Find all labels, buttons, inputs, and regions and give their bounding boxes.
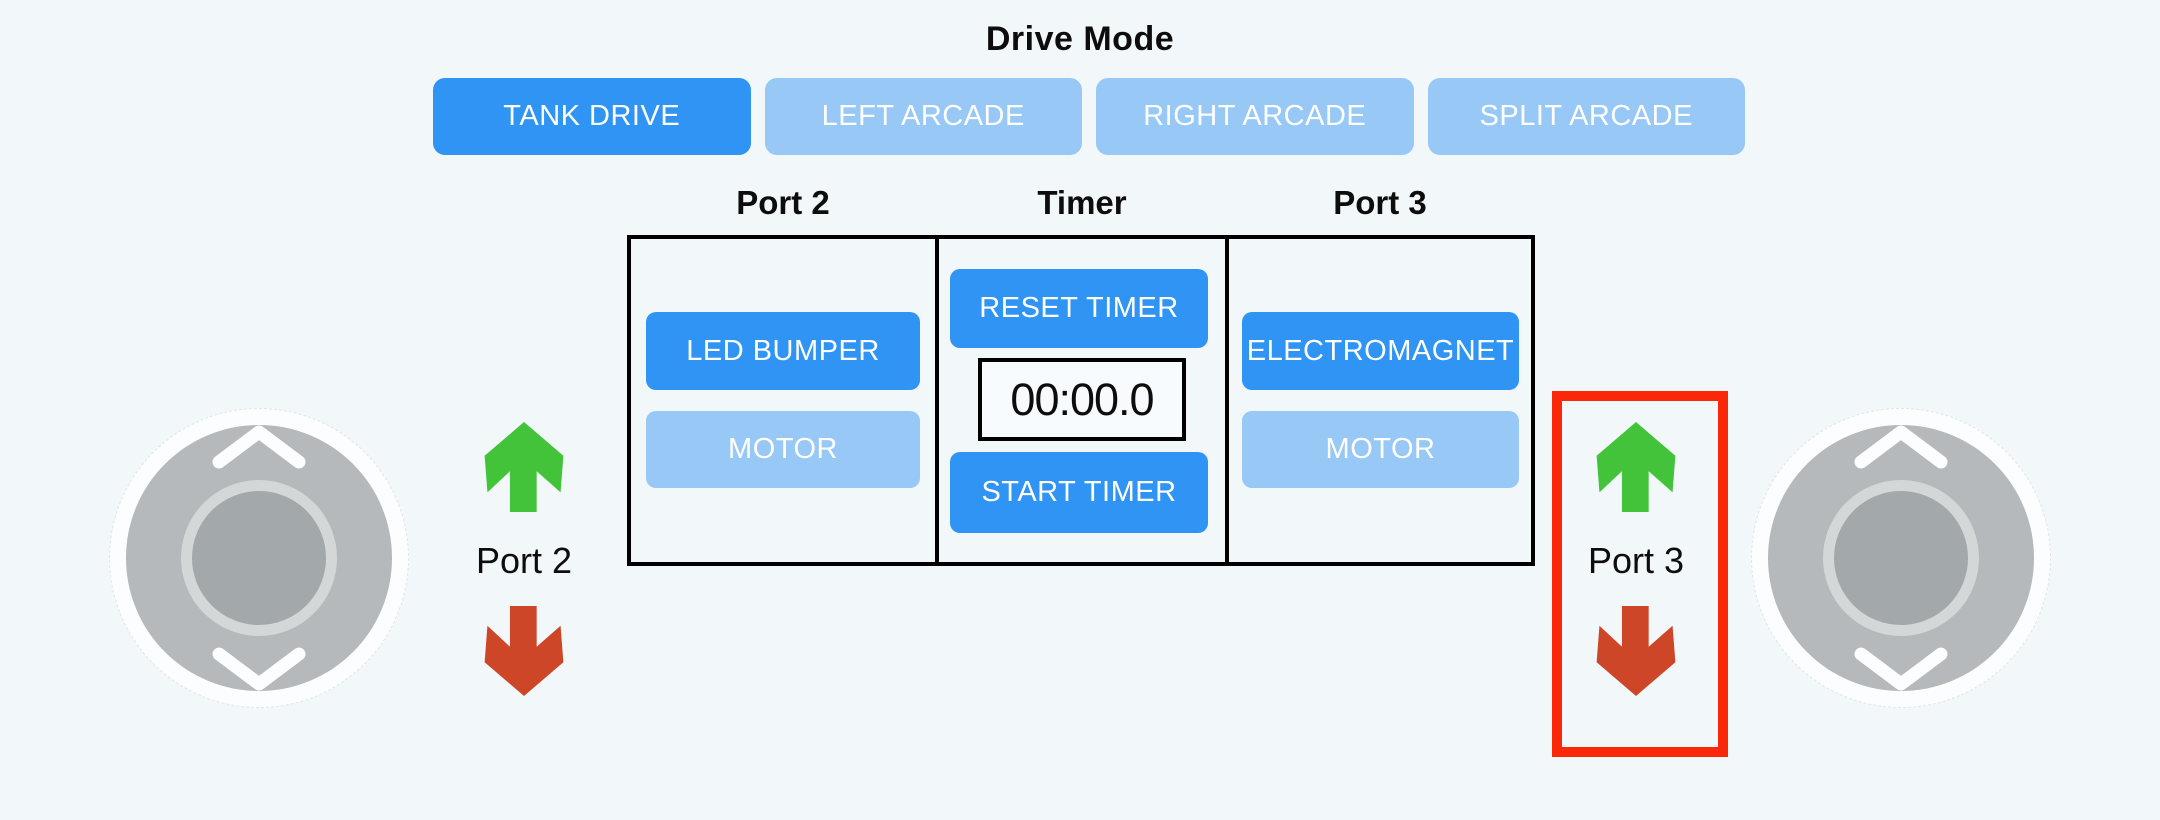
port2-motor-button[interactable]: MOTOR [646,411,920,488]
left-joystick[interactable] [109,408,409,708]
timer-column-header: Timer [1037,184,1127,221]
start-timer-button[interactable]: START TIMER [950,452,1208,533]
port3-up-arrow-icon [1596,422,1676,512]
drive-mode-button-row: TANK DRIVE LEFT ARCADE RIGHT ARCADE SPLI… [433,78,1745,155]
port3-motor-button[interactable]: MOTOR [1242,411,1519,488]
right-arcade-button[interactable]: RIGHT ARCADE [1096,78,1414,155]
right-joystick[interactable] [1751,408,2051,708]
port3-column-header: Port 3 [1333,184,1427,221]
right-joystick-knob[interactable] [1823,480,1979,636]
split-arcade-button[interactable]: SPLIT ARCADE [1427,78,1745,155]
chevron-down-icon [1854,647,1948,691]
tank-drive-button[interactable]: TANK DRIVE [433,78,751,155]
port3-label: Port 3 [1587,540,1685,581]
timer-cell: RESET TIMER 00:00.0 START TIMER [939,239,1229,562]
left-joystick-knob[interactable] [181,480,337,636]
electromagnet-button[interactable]: ELECTROMAGNET [1242,312,1519,390]
port2-label: Port 2 [475,540,573,581]
left-arcade-button[interactable]: LEFT ARCADE [764,78,1082,155]
port2-down-arrow-icon [484,606,564,696]
chevron-up-icon [212,425,306,469]
chevron-down-icon [212,647,306,691]
led-bumper-button[interactable]: LED BUMPER [646,312,920,390]
chevron-up-icon [1854,425,1948,469]
port2-column-header: Port 2 [736,184,830,221]
control-board: LED BUMPER MOTOR RESET TIMER 00:00.0 STA… [627,235,1535,566]
reset-timer-button[interactable]: RESET TIMER [950,269,1208,348]
drive-mode-title: Drive Mode [985,20,1175,58]
port2-cell: LED BUMPER MOTOR [631,239,939,562]
port3-cell: ELECTROMAGNET MOTOR [1229,239,1531,562]
timer-display: 00:00.0 [978,358,1186,441]
port2-up-arrow-icon [484,422,564,512]
port3-down-arrow-icon [1596,606,1676,696]
